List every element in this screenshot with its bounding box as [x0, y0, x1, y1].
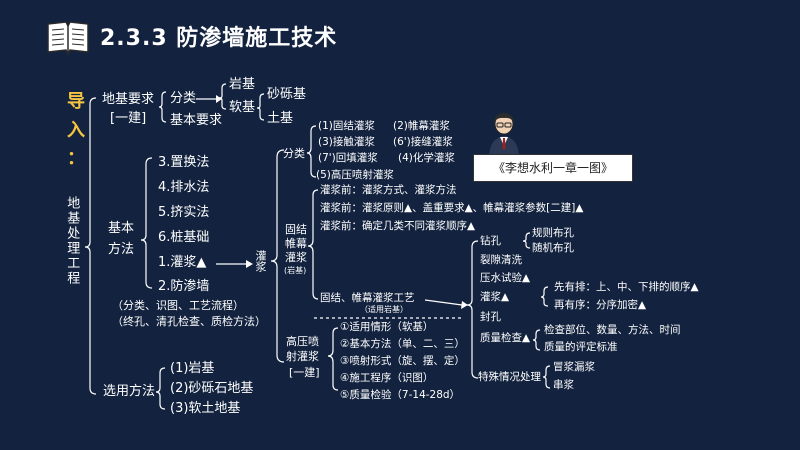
tuji-label: 土基 — [267, 111, 294, 126]
gj-fenlei-item: (1)固结灌浆 — [318, 120, 375, 132]
before-item: 灌浆前：灌浆方式、灌浆方法 — [320, 184, 457, 196]
guji-label-1: 固结 — [285, 223, 307, 236]
guji-label-2: 帷幕 — [285, 237, 307, 250]
gj-fenlei-item: (7')回填灌浆 — [318, 152, 378, 164]
method-item: 4.排水法 — [158, 180, 210, 195]
xuanyong-item: (2)砂砾石地基 — [170, 381, 254, 396]
step-zuankong-a: 规则布孔 — [532, 227, 574, 239]
gaoya-item: ④施工程序（识图） — [340, 372, 434, 384]
method-item: 6.桩基础 — [158, 230, 210, 245]
method-item: 2.防渗墙 — [158, 279, 210, 294]
step-guanjiang: 灌浆▲ — [480, 291, 510, 303]
step-teshu: 特殊情况处理 — [478, 371, 541, 383]
gaoya-label-1: 高压喷 — [286, 335, 319, 348]
teacher-avatar-icon — [486, 112, 522, 160]
step-yashui: 压水试验▲ — [480, 272, 531, 284]
guji-sub: (岩基) — [284, 266, 307, 275]
intro-char-1: 导 — [67, 91, 85, 112]
dijiyaoqiu-label: 地基要求 — [102, 92, 155, 107]
step-liexi: 裂隙清洗 — [480, 254, 522, 266]
method-note-1: （分类、识图、工艺流程） — [112, 299, 244, 312]
gaoya-label-2: 射灌浆 — [286, 350, 319, 363]
step-seq-a: 先有排：上、中、下排的顺序▲ — [554, 281, 699, 293]
guji-label-3: 灌浆 — [285, 251, 307, 264]
xuanyong-item: (1)岩基 — [170, 361, 215, 376]
page-title: 2.3.3 防渗墙施工技术 — [100, 26, 338, 51]
step-ts-a: 冒浆漏浆 — [553, 361, 595, 373]
step-zl-b: 质量的评定标准 — [544, 341, 618, 353]
step-zuankong: 钻孔 — [480, 235, 501, 247]
book-icon — [46, 20, 90, 60]
gj-fenlei-item: (2)帷幕灌浆 — [393, 120, 450, 132]
step-ts-b: 串浆 — [553, 379, 574, 391]
xuanyong-item: (3)软土地基 — [170, 401, 241, 416]
step-seq-b: 再有序：分序加密▲ — [554, 299, 647, 311]
shaliji-label: 砂砾基 — [267, 87, 307, 102]
yanji-label: 岩基 — [229, 77, 256, 92]
ruanji-label: 软基 — [229, 100, 256, 115]
before-item: 灌浆前：灌浆原则▲、盖重要求▲、帷幕灌浆参数[二建]▲ — [320, 202, 584, 214]
gj-fenlei-item: (3)接触灌浆 — [318, 136, 375, 148]
root-label: 地基处理工程 — [64, 196, 80, 286]
jibenyaoqiu-label: 基本要求 — [170, 113, 223, 128]
fenlei-label: 分类 — [170, 91, 197, 106]
gongyi-label: 固结、帷幕灌浆工艺 — [320, 292, 415, 304]
gaoya-item: ②基本方法（单、二、三） — [340, 338, 465, 350]
intro-char-3: ： — [67, 148, 85, 169]
course-tag-text: 《李想水利一章一图》 — [492, 161, 613, 175]
guanjiang-label: 灌浆 — [254, 250, 267, 272]
gaoya-item: ①适用情形（软基） — [340, 321, 434, 333]
step-zhiliang: 质量检查▲ — [480, 332, 531, 344]
before-item: 灌浆前：确定几类不同灌浆顺序▲ — [320, 220, 476, 232]
method-item: 3.置换法 — [158, 155, 210, 170]
gaoya-sub: [一建] — [289, 366, 320, 379]
gaoya-item: ⑤质量检验（7-14-28d） — [340, 389, 461, 401]
gj-fenlei-item: (6')接缝灌浆 — [393, 136, 453, 148]
step-fengkong: 封孔 — [480, 311, 501, 323]
intro-char-2: 入 — [67, 120, 85, 141]
gj-fenlei-item: (4)化学灌浆 — [398, 152, 455, 164]
gj-fenlei-label: 分类 — [283, 147, 305, 160]
jibenfangfa-label-1: 基本 — [108, 221, 135, 236]
step-zl-a: 检查部位、数量、方法、时间 — [544, 324, 681, 336]
method-item: 5.挤实法 — [158, 205, 210, 220]
gaoya-item: ③喷射形式（旋、摆、定） — [340, 355, 465, 367]
step-zuankong-b: 随机布孔 — [532, 242, 574, 254]
method-note-2: （终孔、清孔检查、质检方法） — [112, 315, 266, 328]
course-tag: 《李想水利一章一图》 — [473, 154, 633, 182]
xuanyong-label: 选用方法 — [103, 384, 156, 399]
dijiyaoqiu-sub: [一建] — [110, 111, 147, 126]
gj-fenlei-item: (5)高压喷射灌浆 — [316, 169, 394, 181]
gongyi-sub: （适用岩基） — [360, 305, 408, 314]
method-item: 1.灌浆▲ — [158, 255, 207, 270]
jibenfangfa-label-2: 方法 — [108, 242, 135, 257]
